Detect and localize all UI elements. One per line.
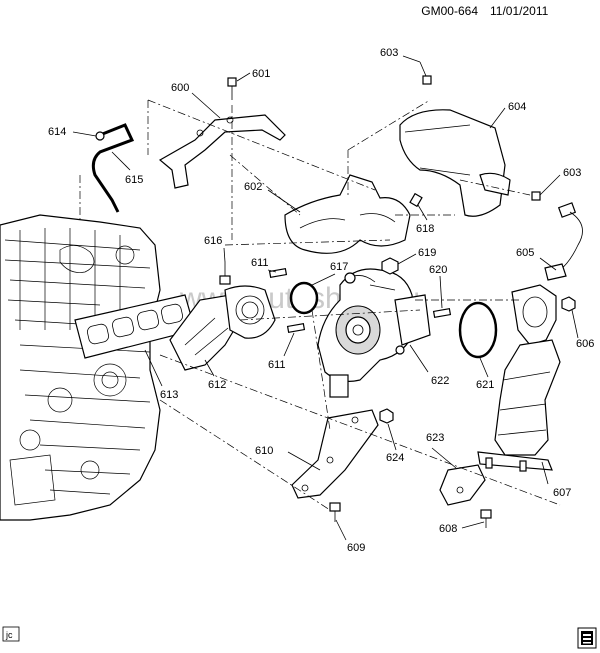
leader-lines [72, 55, 579, 541]
callout-605: 605 [516, 247, 534, 259]
corner-mark-box: jc [2, 626, 20, 642]
callout-613: 613 [160, 389, 178, 401]
stud-620 [432, 307, 452, 319]
callout-602: 602 [244, 181, 262, 193]
callout-620: 620 [429, 264, 447, 276]
diagram-date: 11/01/2011 [490, 4, 549, 18]
corner-mark: jc [5, 630, 13, 640]
bolt-624 [379, 408, 394, 424]
callout-621: 621 [476, 379, 494, 391]
exhaust-manifold [169, 285, 276, 371]
callout-604: 604 [508, 101, 526, 113]
bracket-600 [158, 114, 286, 189]
turbocharger [317, 268, 431, 398]
callout-603-lower: 603 [563, 167, 581, 179]
callout-610: 610 [255, 445, 273, 457]
callout-614: 614 [48, 126, 66, 138]
bolt-603-lower [531, 191, 541, 201]
stud-upper [268, 267, 288, 279]
callout-623: 623 [426, 432, 444, 444]
callout-622: 622 [431, 375, 449, 387]
logo-icon [577, 627, 597, 649]
bracket-623 [439, 464, 486, 506]
callout-624: 624 [386, 452, 404, 464]
alignment-lines [79, 99, 561, 511]
callout-600: 600 [171, 82, 189, 94]
engine-block [0, 214, 161, 521]
catalytic-converter-heat-shield [399, 109, 511, 217]
catalytic-converter [477, 284, 561, 472]
bolt-609 [329, 502, 341, 522]
callout-609: 609 [347, 542, 365, 554]
callout-618: 618 [416, 223, 434, 235]
callout-615: 615 [125, 174, 143, 186]
coolant-pipe [91, 123, 135, 213]
callout-601: 601 [252, 68, 270, 80]
callout-611-upper: 611 [251, 257, 269, 269]
turbo-heat-shield [284, 174, 411, 254]
callout-617: 617 [330, 261, 348, 273]
turbo-support-bracket [291, 409, 379, 499]
callout-603-upper: 603 [380, 47, 398, 59]
bolt-618 [409, 192, 423, 208]
callout-616: 616 [204, 235, 222, 247]
bolt-601 [227, 77, 237, 100]
seal-ring-621 [458, 301, 498, 359]
seal-ring-617 [289, 281, 319, 315]
nut-606 [561, 296, 576, 312]
bolt-616 [219, 262, 231, 285]
oxygen-sensor [544, 202, 583, 281]
callout-619: 619 [418, 247, 436, 259]
callout-labels: 600 601 602 603 603 604 605 606 607 608 … [48, 47, 594, 554]
bolt-608 [480, 509, 492, 528]
nut-619 [381, 257, 399, 275]
stud-lower [286, 322, 306, 334]
callout-607: 607 [553, 487, 571, 499]
callout-606: 606 [576, 338, 594, 350]
callout-608: 608 [439, 523, 457, 535]
callout-611-lower: 611 [268, 359, 286, 371]
bolt-603-upper [419, 61, 432, 85]
callout-612: 612 [208, 379, 226, 391]
diagram-code: GM00-664 [421, 4, 478, 18]
